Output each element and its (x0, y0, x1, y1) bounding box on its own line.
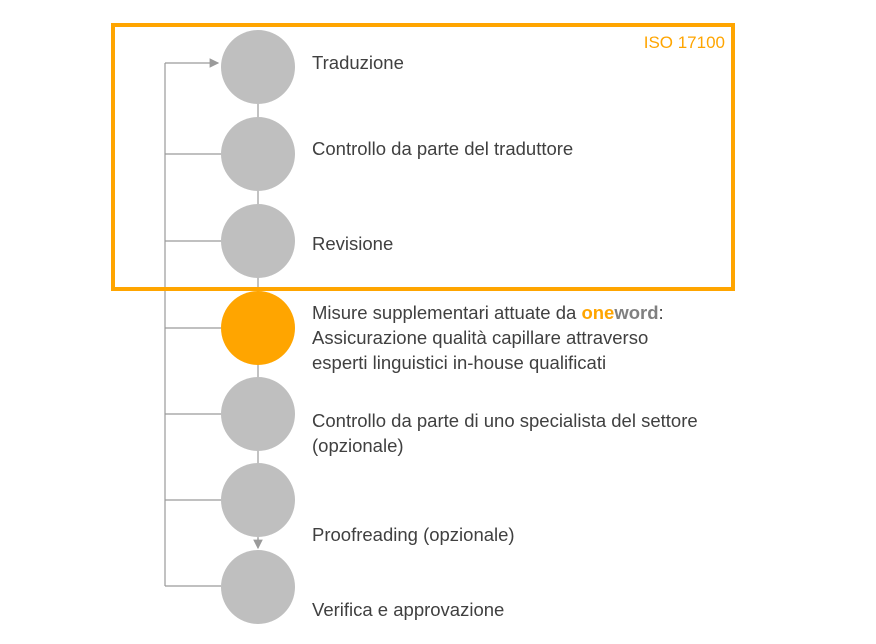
brand-one-text: one (581, 302, 615, 323)
step-node-proofreading (221, 463, 295, 537)
iso-17100-label: ISO 17100 (643, 33, 725, 52)
step-label-proofreading: Proofreading (opzionale) (312, 522, 515, 547)
brand-word-text: word (614, 302, 659, 323)
step-label-traduzione: Traduzione (312, 50, 404, 75)
step-label-line: Revisione (312, 233, 394, 254)
step-node-traduzione (221, 30, 295, 104)
step-node-verifica (221, 550, 295, 624)
step-label-controllo-traduttore: Controllo da parte del traduttore (312, 136, 573, 161)
step-node-controllo-specialista (221, 377, 295, 451)
step-label-line: (opzionale) (312, 435, 404, 456)
step-label-suffix: : (658, 302, 664, 323)
step-label-revisione: Revisione (312, 231, 393, 256)
step-label-verifica: Verifica e approvazione (312, 597, 504, 622)
step-label-line: Proofreading (opzionale) (312, 524, 515, 545)
step-label-line: esperti linguistici in-house qualificati (312, 352, 607, 373)
step-node-revisione (221, 204, 295, 278)
process-nodes (221, 30, 295, 624)
step-label-line: Controllo da parte del traduttore (312, 138, 574, 159)
step-label-prefix: Misure supplementari attuate da (312, 302, 582, 323)
step-node-controllo-traduttore (221, 117, 295, 191)
step-label-line: Verifica e approvazione (312, 599, 505, 620)
step-label-controllo-specialista: Controllo da parte di uno specialista de… (312, 408, 698, 458)
step-label-line: Controllo da parte di uno specialista de… (312, 410, 698, 431)
step-label-line: Traduzione (312, 52, 404, 73)
step-label-line: Misure supplementari attuate da oneword: (312, 300, 664, 325)
step-node-misure-supplementari (221, 291, 295, 365)
iso-17100-frame: ISO 17100 (111, 23, 735, 291)
step-label-misure-supplementari: Misure supplementari attuate da oneword:… (312, 300, 664, 375)
step-label-line: Assicurazione qualità capillare attraver… (312, 327, 649, 348)
